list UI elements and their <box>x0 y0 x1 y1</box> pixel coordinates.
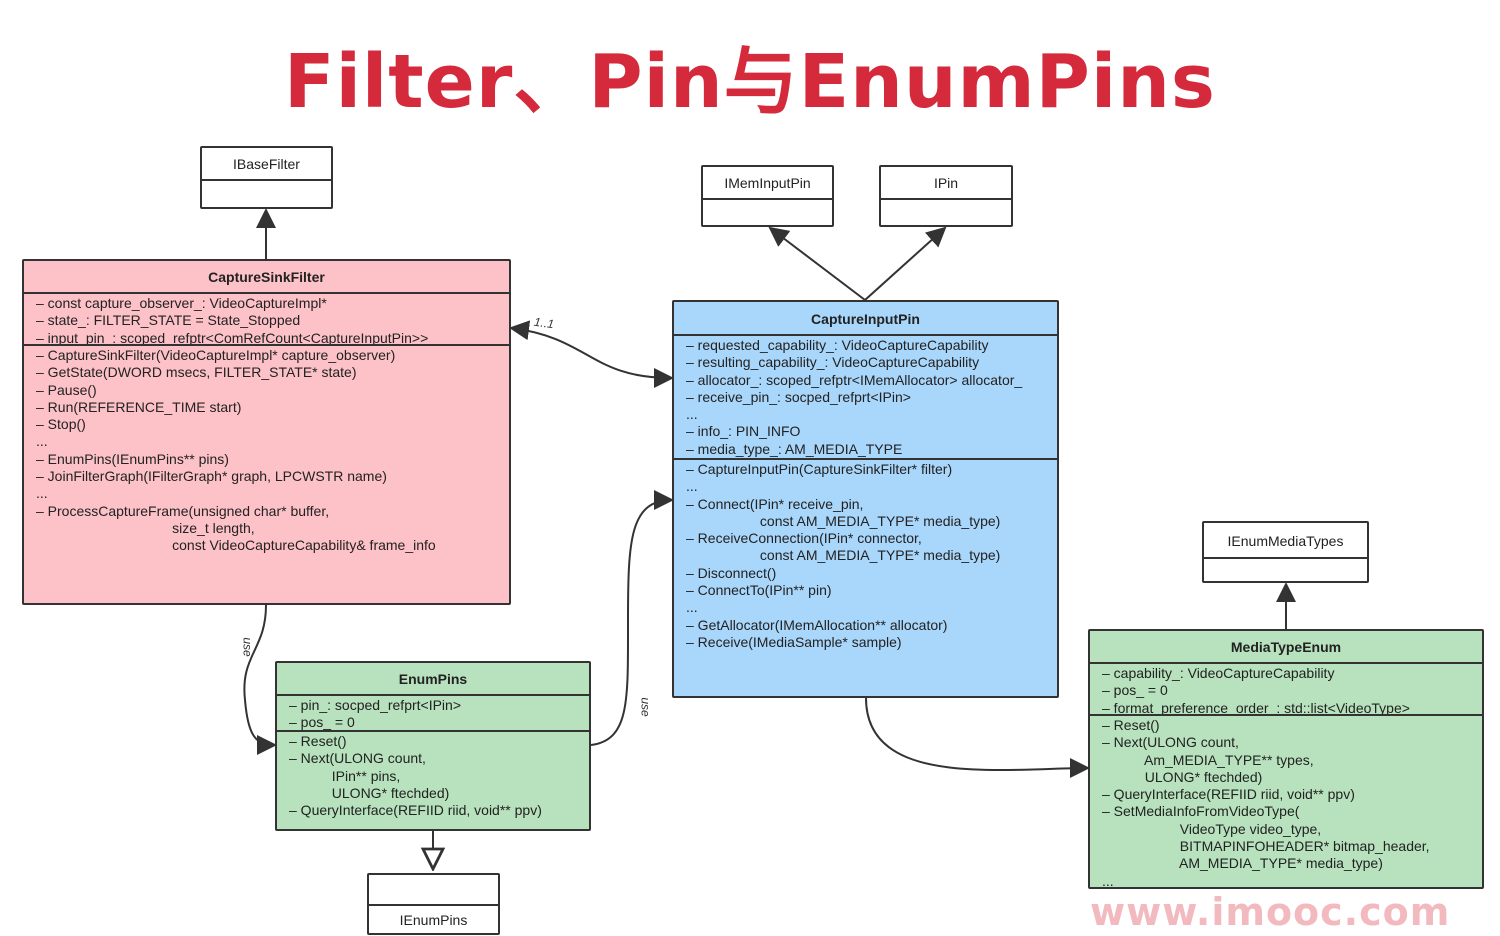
method: ... <box>36 485 48 502</box>
ipin-name: IPin <box>881 167 1011 200</box>
capture-input-pin-name: CaptureInputPin <box>674 302 1057 336</box>
enum-pins-methods: – Reset() – Next(ULONG count, IPin** pin… <box>277 732 589 831</box>
media-type-enum-methods: – Reset() – Next(ULONG count, Am_MEDIA_T… <box>1090 716 1482 889</box>
ienummediatypes-interface: IEnumMediaTypes <box>1202 521 1369 583</box>
attribute: – pos_ = 0 <box>1102 682 1168 699</box>
association-edge-filter-pin <box>509 320 674 388</box>
method: – CaptureSinkFilter(VideoCaptureImpl* ca… <box>36 347 396 363</box>
method: – JoinFilterGraph(IFilterGraph* graph, L… <box>36 468 387 485</box>
attribute: – format_preference_order_: std::list<Vi… <box>1102 699 1410 716</box>
method: const VideoCaptureCapability& frame_info <box>36 537 436 554</box>
attribute: – receive_pin_: socped_refprt<IPin> <box>686 388 911 405</box>
method: ... <box>1102 872 1114 889</box>
method: ... <box>36 433 48 450</box>
media-type-enum-name: MediaTypeEnum <box>1090 631 1482 664</box>
use-label-filter-enumpins: use <box>240 637 255 657</box>
use-edge-filter-enumpins <box>243 604 277 755</box>
method: ULONG* ftechded) <box>289 784 450 801</box>
use-edge-enumpins-pin <box>590 490 674 746</box>
capture-sink-filter-attributes: – const capture_observer_: VideoCaptureI… <box>24 294 509 346</box>
ienumpins-empty-section <box>369 875 498 906</box>
attribute: – const capture_observer_: VideoCaptureI… <box>36 295 327 311</box>
method: – ReceiveConnection(IPin* connector, <box>686 530 922 547</box>
multiplicity-label: 1..1 <box>533 314 555 332</box>
method: – Connect(IPin* receive_pin, <box>686 495 864 512</box>
ienummediatypes-name: IEnumMediaTypes <box>1204 523 1367 559</box>
method: – CaptureInputPin(CaptureSinkFilter* fil… <box>686 461 953 477</box>
method: const AM_MEDIA_TYPE* media_type) <box>686 512 1001 529</box>
method: – Disconnect() <box>686 564 777 581</box>
media-type-enum-attributes: – capability_: VideoCaptureCapability – … <box>1090 664 1482 716</box>
attribute: – state_: FILTER_STATE = State_Stopped <box>36 312 301 329</box>
capture-input-pin-methods: – CaptureInputPin(CaptureSinkFilter* fil… <box>674 460 1057 651</box>
inherit-edge-pin-ipin <box>864 226 947 301</box>
attribute: – requested_capability_: VideoCaptureCap… <box>686 337 989 353</box>
ibasefilter-interface: IBaseFilter <box>200 146 333 209</box>
capture-input-pin-attributes: – requested_capability_: VideoCaptureCap… <box>674 336 1057 460</box>
capture-input-pin-class: CaptureInputPin – requested_capability_:… <box>672 300 1059 698</box>
attribute: – media_type_: AM_MEDIA_TYPE <box>686 440 903 457</box>
method: – ProcessCaptureFrame(unsigned char* buf… <box>36 502 330 519</box>
capture-sink-filter-name: CaptureSinkFilter <box>24 261 509 294</box>
ibasefilter-name: IBaseFilter <box>202 148 331 181</box>
attribute: – input_pin_: scoped_refptr<ComRefCount<… <box>36 329 429 346</box>
method: size_t length, <box>36 519 255 536</box>
method: – Run(REFERENCE_TIME start) <box>36 398 242 415</box>
attribute: – allocator_: scoped_refptr<IMemAllocato… <box>686 371 1023 388</box>
method: – Next(ULONG count, <box>1102 734 1239 751</box>
method: – ConnectTo(IPin** pin) <box>686 582 832 599</box>
ienumpins-name: IEnumPins <box>399 912 468 928</box>
imeminputpin-interface: IMemInputPin <box>701 165 834 227</box>
method: – Next(ULONG count, <box>289 750 426 767</box>
capture-sink-filter-methods: – CaptureSinkFilter(VideoCaptureImpl* ca… <box>24 346 509 555</box>
method: ... <box>686 599 698 616</box>
method: – Stop() <box>36 416 86 433</box>
method: ... <box>289 819 301 831</box>
method: – GetState(DWORD msecs, FILTER_STATE* st… <box>36 364 357 381</box>
method: – Reset() <box>1102 717 1160 733</box>
ienumpins-interface: IEnumPins <box>367 873 500 935</box>
method: – Reset() <box>289 733 347 749</box>
attribute: – resulting_capability_: VideoCaptureCap… <box>686 354 980 371</box>
method: – QueryInterface(REFIID riid, void** ppv… <box>289 802 542 819</box>
method: – SetMediaInfoFromVideoType( <box>1102 803 1300 820</box>
attribute: – capability_: VideoCaptureCapability <box>1102 665 1335 681</box>
ipin-interface: IPin <box>879 165 1013 227</box>
method: – GetAllocator(IMemAllocation** allocato… <box>686 616 948 633</box>
method: – QueryInterface(REFIID riid, void** ppv… <box>1102 786 1355 803</box>
method: const AM_MEDIA_TYPE* media_type) <box>686 547 1001 564</box>
attribute: ... <box>686 406 698 423</box>
method: AM_MEDIA_TYPE* media_type) <box>1102 855 1383 872</box>
inherit-edge-pin-imeminputpin <box>768 226 866 301</box>
method: – Receive(IMediaSample* sample) <box>686 633 902 650</box>
edge-pin-mediatypeenum <box>865 697 1090 779</box>
enum-pins-name: EnumPins <box>277 663 589 696</box>
method: IPin** pins, <box>289 767 401 784</box>
method: BITMAPINFOHEADER* bitmap_header, <box>1102 838 1430 855</box>
watermark: www.imooc.com <box>1090 890 1451 934</box>
method: VideoType video_type, <box>1102 820 1322 837</box>
method: ... <box>686 478 698 495</box>
method: – EnumPins(IEnumPins** pins) <box>36 450 229 467</box>
use-label-enumpins-pin: use <box>638 697 653 717</box>
attribute: – pin_: socped_refprt<IPin> <box>289 697 462 713</box>
page-title: Filter、Pin与EnumPins <box>284 39 1216 125</box>
imeminputpin-name: IMemInputPin <box>703 167 832 200</box>
method: Am_MEDIA_TYPE** types, <box>1102 751 1314 768</box>
enum-pins-class: EnumPins – pin_: socped_refprt<IPin> – p… <box>275 661 591 831</box>
enum-pins-attributes: – pin_: socped_refprt<IPin> – pos_ = 0 <box>277 696 589 732</box>
capture-sink-filter-class: CaptureSinkFilter – const capture_observ… <box>22 259 511 605</box>
attribute: – info_: PIN_INFO <box>686 423 801 440</box>
method: – Pause() <box>36 381 97 398</box>
method: ULONG* ftechded) <box>1102 768 1263 785</box>
media-type-enum-class: MediaTypeEnum – capability_: VideoCaptur… <box>1088 629 1484 889</box>
attribute: – pos_ = 0 <box>289 714 355 731</box>
